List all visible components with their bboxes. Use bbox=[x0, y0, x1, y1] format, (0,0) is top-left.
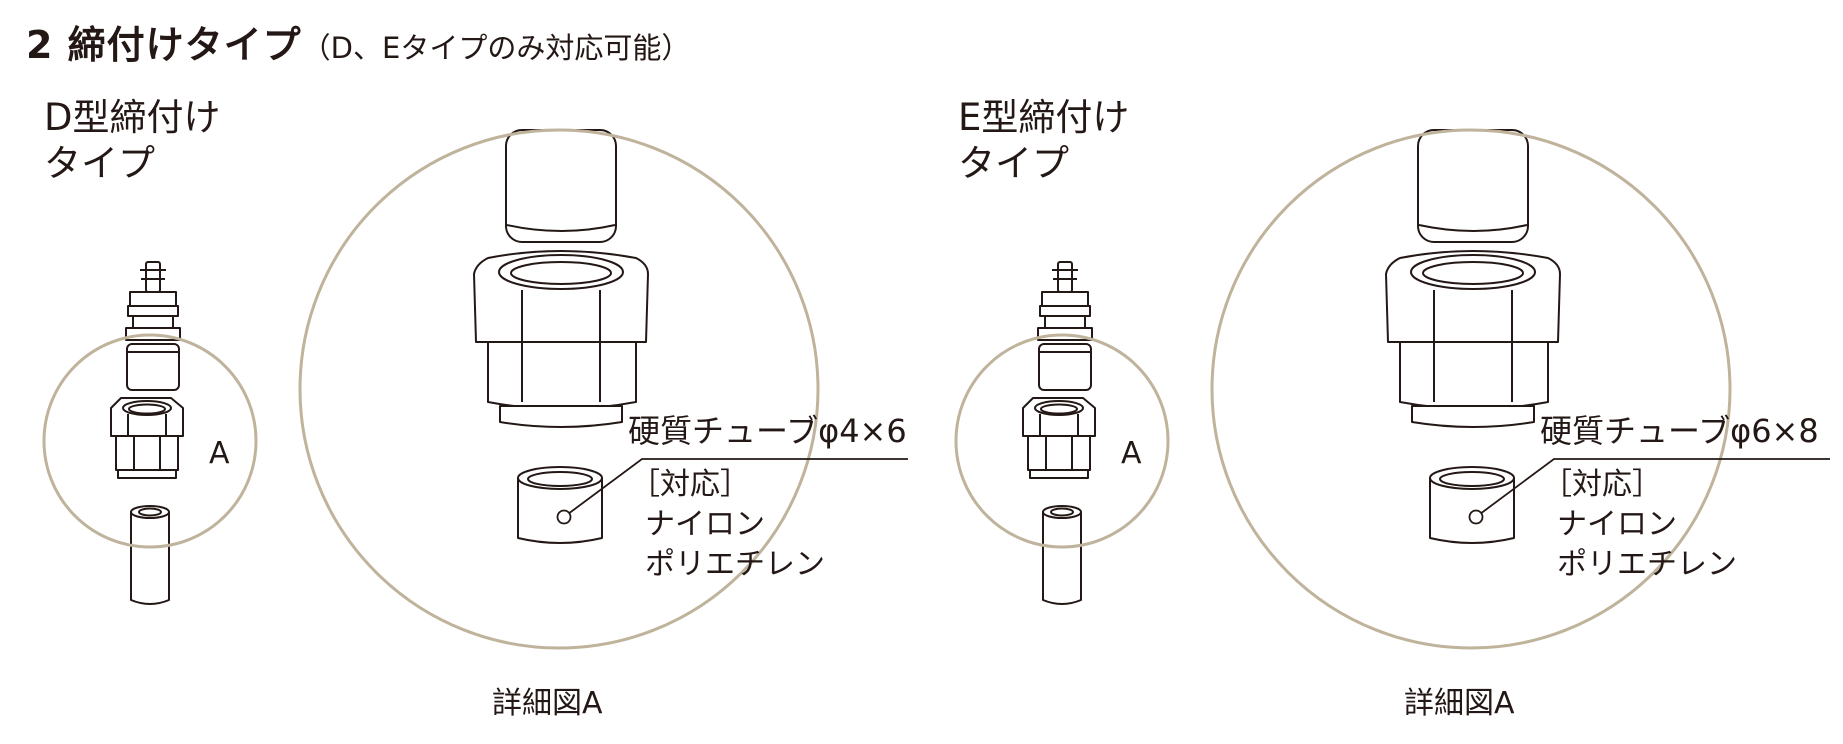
tube-overview bbox=[1042, 505, 1082, 605]
section-heading: 2 締付けタイプ（D、Eタイプのみ対応可能） bbox=[26, 14, 690, 69]
callout-mark: A bbox=[1121, 436, 1142, 471]
sleeve-overview bbox=[1038, 343, 1092, 391]
sleeve-detail bbox=[1417, 129, 1529, 243]
materials-header: ［対応］ bbox=[1542, 467, 1662, 502]
compatible-materials: ［対応］ ナイロン ポリエチレン bbox=[630, 465, 825, 585]
leader-line bbox=[556, 458, 908, 525]
tube-spec-label: 硬質チューブφ6×8 bbox=[1540, 412, 1819, 450]
detail-caption: 詳細図A bbox=[1404, 686, 1515, 721]
sleeve-detail bbox=[505, 129, 617, 243]
overview-highlight-circle bbox=[954, 333, 1170, 549]
tube-detail bbox=[1429, 466, 1515, 544]
panel-e-type: E型締付け タイプ bbox=[912, 0, 1832, 744]
leader-line bbox=[1468, 458, 1830, 525]
tube-spec-label: 硬質チューブφ4×6 bbox=[628, 412, 907, 450]
panel-title-line2: タイプ bbox=[44, 142, 155, 185]
tube-detail bbox=[517, 466, 603, 544]
panel-d-type: D型締付け タイプ bbox=[0, 0, 920, 744]
panel-title: D型締付け タイプ bbox=[44, 95, 221, 187]
detail-circle bbox=[1210, 128, 1732, 650]
tube-overview bbox=[130, 505, 170, 605]
materials-header: ［対応］ bbox=[630, 467, 750, 502]
section-heading-sub: （D、Eタイプのみ対応可能） bbox=[301, 31, 691, 65]
fitting-diagram bbox=[42, 128, 908, 650]
overview-highlight-circle bbox=[42, 333, 258, 549]
callout-mark: A bbox=[209, 436, 230, 471]
barb-nipple-overview bbox=[1037, 261, 1093, 341]
fitting-diagram bbox=[954, 128, 1830, 650]
panel-title: E型締付け タイプ bbox=[958, 95, 1129, 187]
nut-detail bbox=[473, 250, 649, 428]
panel-title-line1: E型締付け bbox=[958, 96, 1130, 139]
sleeve-overview bbox=[126, 343, 180, 391]
detail-caption: 詳細図A bbox=[492, 686, 603, 721]
material-nylon: ナイロン bbox=[645, 507, 765, 542]
material-polyethylene: ポリエチレン bbox=[1557, 547, 1737, 582]
barb-nipple-overview bbox=[125, 261, 181, 341]
detail-circle bbox=[298, 128, 820, 650]
section-heading-main: 2 締付けタイプ bbox=[26, 23, 302, 67]
material-nylon: ナイロン bbox=[1557, 507, 1677, 542]
nut-overview bbox=[1022, 397, 1096, 479]
compatible-materials: ［対応］ ナイロン ポリエチレン bbox=[1542, 465, 1737, 585]
material-polyethylene: ポリエチレン bbox=[645, 547, 825, 582]
panel-title-line1: D型締付け bbox=[44, 96, 221, 139]
nut-overview bbox=[110, 397, 184, 479]
panel-title-line2: タイプ bbox=[958, 142, 1069, 185]
nut-detail bbox=[1385, 250, 1561, 428]
